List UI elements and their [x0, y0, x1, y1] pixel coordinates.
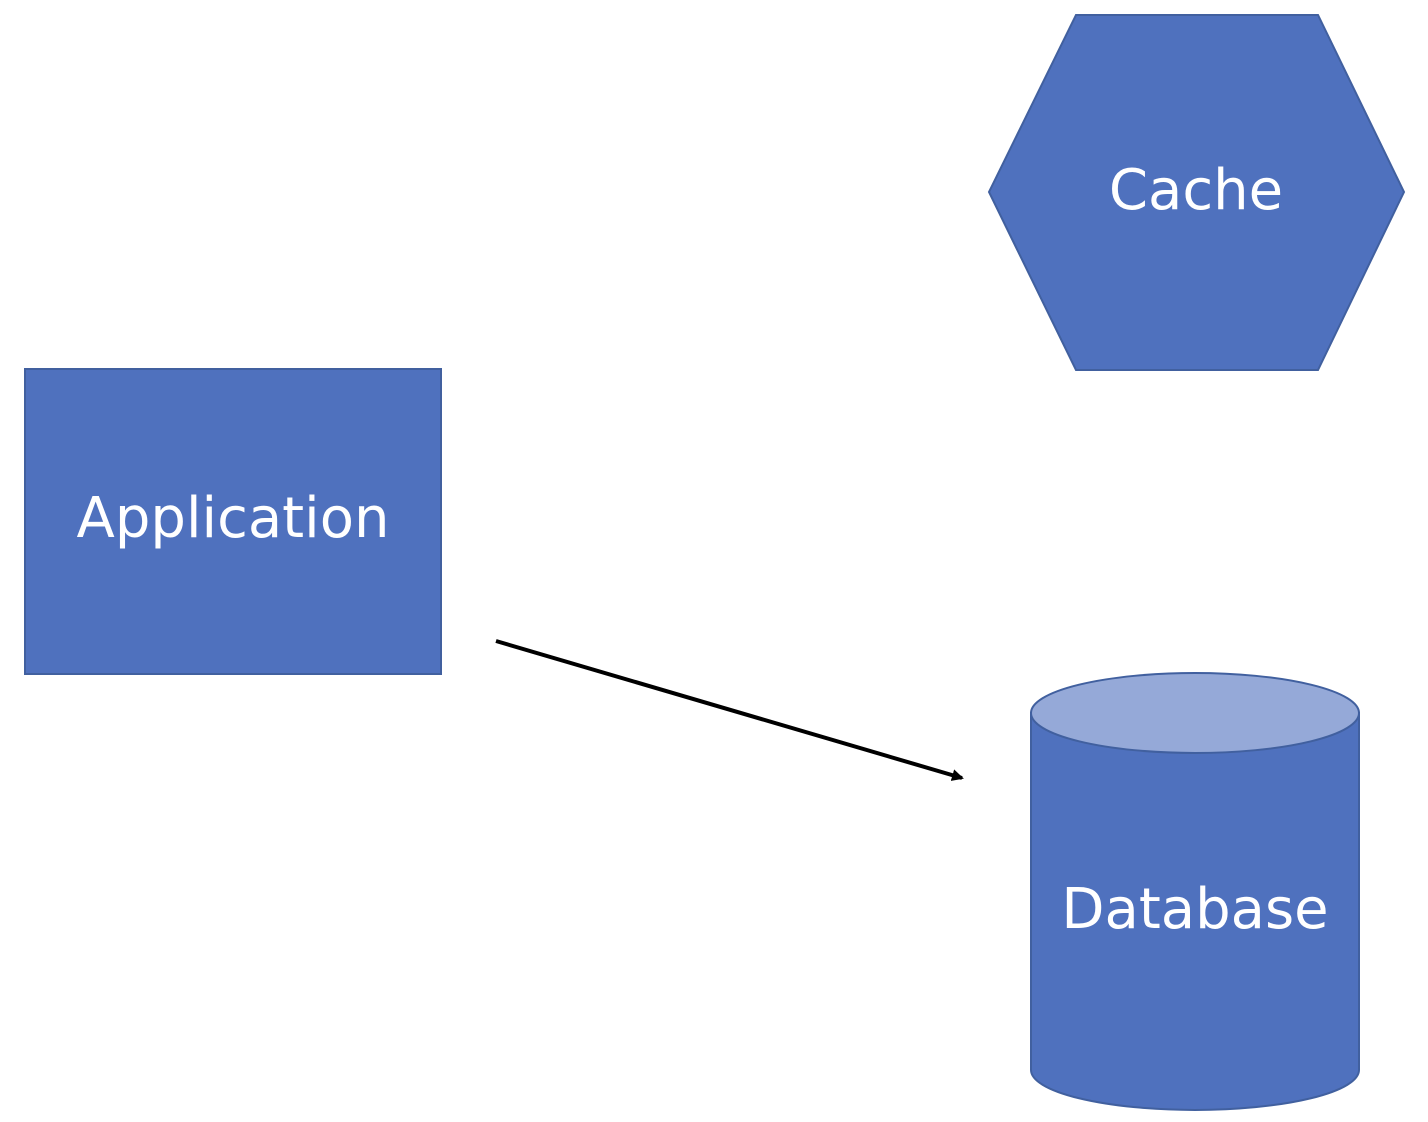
cache-label: Cache [1109, 158, 1283, 223]
application-label: Application [77, 486, 390, 551]
database-cylinder-body [1030, 712, 1360, 1111]
application-rect-shape [24, 368, 442, 675]
cache-node[interactable]: Cache [987, 14, 1406, 371]
cache-hexagon-shape [987, 14, 1406, 371]
database-label: Database [1061, 877, 1328, 942]
database-cylinder-top [1030, 672, 1360, 754]
application-to-database-arrow [495, 639, 964, 781]
application-node[interactable]: Application [24, 368, 442, 675]
database-node[interactable]: Database [1030, 672, 1360, 1111]
